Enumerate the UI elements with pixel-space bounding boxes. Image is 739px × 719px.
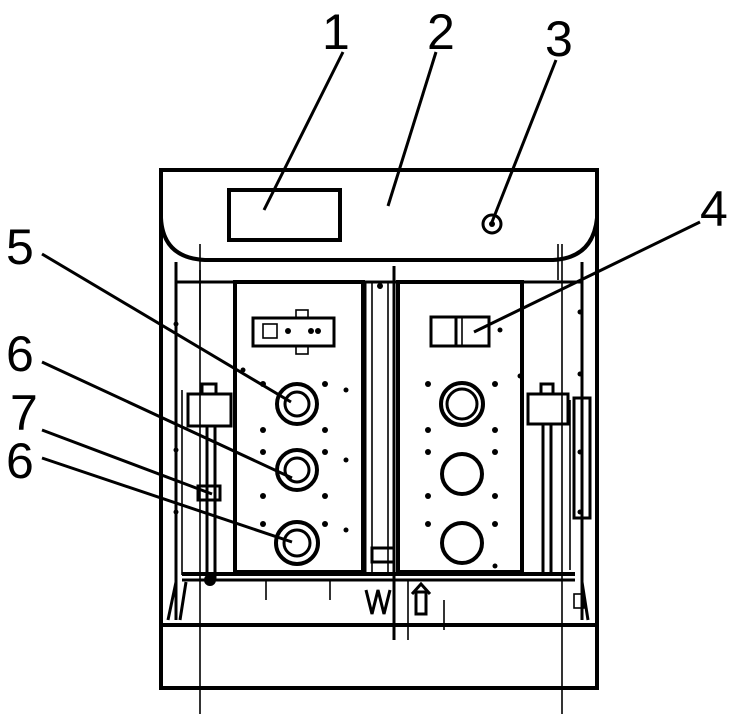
leader-line-2 xyxy=(388,52,436,206)
right-connector-bottom xyxy=(442,523,482,563)
display-window xyxy=(229,190,340,240)
right-connector-top xyxy=(441,383,483,425)
callout-label-2: 2 xyxy=(427,4,455,60)
leader-line-3 xyxy=(492,60,556,222)
leader-line-7 xyxy=(42,430,212,494)
indicator-knob xyxy=(483,215,501,233)
leader-line-4 xyxy=(474,222,700,332)
callout-label-3: 3 xyxy=(545,11,573,67)
bottom-arrow-icon xyxy=(412,584,430,614)
base-assembly xyxy=(168,574,588,640)
callout-label-4: 4 xyxy=(700,181,728,237)
cabinet-outline xyxy=(161,170,597,688)
connector-6-lower xyxy=(276,522,318,564)
left-switch-block xyxy=(253,310,334,354)
right-door-panel xyxy=(398,282,523,572)
right-door-outline xyxy=(398,282,522,572)
callout-label-1: 1 xyxy=(322,4,350,60)
leader-line-6-lower xyxy=(42,458,292,542)
leader-line-1 xyxy=(264,52,343,210)
cabinet-body xyxy=(161,170,597,714)
top-panel-curve xyxy=(161,218,597,260)
connector-5 xyxy=(277,384,317,424)
switch-4 xyxy=(431,317,503,346)
callout-label-6-lower: 6 xyxy=(6,433,34,489)
callout-label-5: 5 xyxy=(6,219,34,275)
callout-label-6-upper: 6 xyxy=(6,326,34,382)
center-divider xyxy=(365,266,394,640)
right-connector-middle xyxy=(442,454,482,494)
leader-lines xyxy=(42,52,700,542)
connector-6-upper xyxy=(277,450,317,490)
